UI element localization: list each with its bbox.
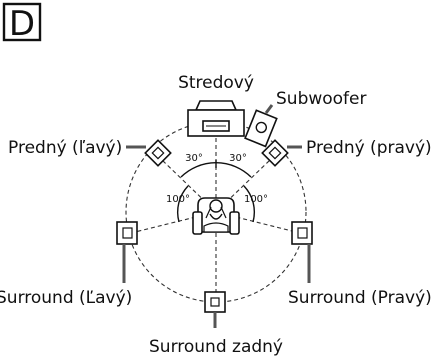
label-front-left: Predný (ľavý) <box>8 138 122 158</box>
angle-label-side-right: 100° <box>244 194 268 205</box>
speaker-icon-surround-right <box>291 221 313 245</box>
angle-label-front-right: 30° <box>229 153 247 164</box>
label-subwoofer: Subwoofer <box>276 89 367 109</box>
speaker-icon-surround-left <box>116 221 138 245</box>
label-center: Stredový <box>178 73 254 93</box>
panel-letter: D <box>9 4 35 44</box>
panel-label: D <box>2 2 42 44</box>
label-front-right: Predný (pravý) <box>306 138 432 158</box>
angle-arcs <box>176 160 256 223</box>
subwoofer-icon <box>244 109 278 148</box>
label-surround-right: Surround (Pravý) <box>288 288 432 308</box>
label-surround-back: Surround zadný <box>149 337 283 357</box>
speaker-icon-front-left <box>144 139 172 167</box>
label-surround-left: Surround (Ľavý) <box>0 288 132 308</box>
angle-label-side-left: 100° <box>166 194 190 205</box>
direction-lines <box>134 136 297 292</box>
subwoofer-leader <box>264 104 274 114</box>
center-speaker-icon <box>187 100 245 137</box>
angle-label-front-left: 30° <box>185 153 203 164</box>
listener-armchair-icon <box>192 197 240 235</box>
speaker-icon-front-right <box>261 139 289 167</box>
speaker-icon-surround-back <box>204 291 226 313</box>
